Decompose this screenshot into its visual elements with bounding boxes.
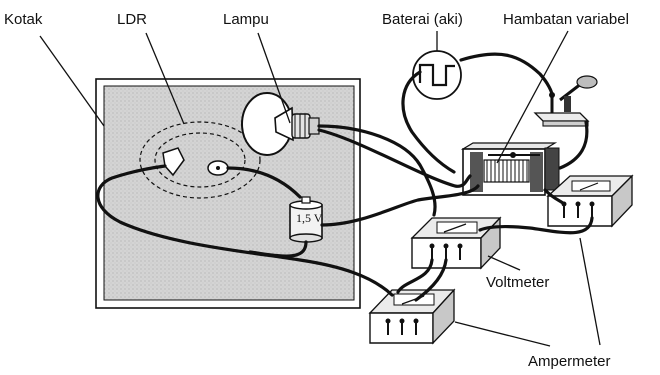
label-baterai: Baterai (aki) — [382, 11, 463, 28]
label-ldr: LDR — [117, 11, 147, 28]
ammeter-bottom — [370, 290, 454, 343]
cell-voltage-label: 1,5 V — [296, 211, 323, 225]
switch-icon — [535, 76, 597, 126]
cell-battery: 1,5 V — [290, 197, 323, 242]
battery-aki — [413, 51, 461, 99]
voltmeter — [412, 218, 500, 268]
label-lampu: Lampu — [223, 11, 269, 28]
label-voltmeter: Voltmeter — [486, 274, 549, 291]
label-kotak: Kotak — [4, 11, 43, 28]
label-ampermeter: Ampermeter — [528, 353, 611, 370]
label-hambatan: Hambatan variabel — [503, 11, 629, 28]
